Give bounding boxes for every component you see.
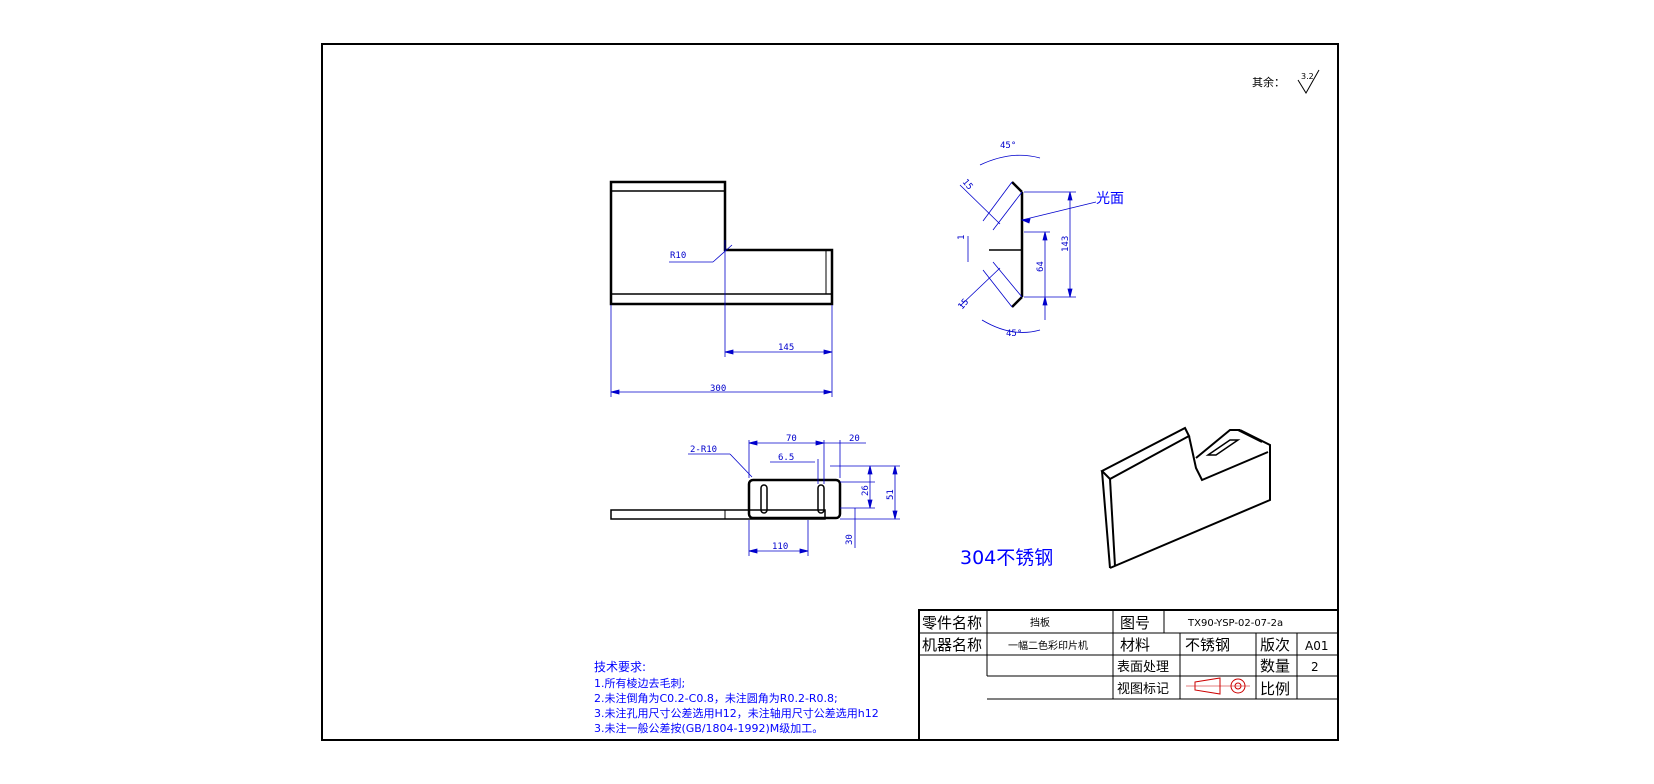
roughness-symbol-icon [1297, 69, 1320, 94]
roughness-value: 3.2 [1301, 72, 1314, 81]
scale-label: 比例 [1260, 680, 1290, 698]
material-label: 材料 [1120, 636, 1150, 654]
slot-left [760, 484, 768, 514]
material-note: 304不锈钢 [960, 547, 1053, 569]
top-view-dimensions [688, 440, 900, 556]
machine-name-value: 一幅二色彩印片机 [1008, 639, 1088, 652]
part-name-value: 挡板 [1030, 616, 1050, 629]
revision-value: A01 [1305, 639, 1328, 653]
machine-name-label: 机器名称 [922, 636, 982, 654]
top-radius-label: 2-R10 [690, 445, 717, 455]
front-view [609, 180, 834, 306]
top-dim-51: 51 [886, 489, 896, 500]
surface-treatment-label: 表面处理 [1117, 660, 1169, 675]
top-view-flange [747, 478, 842, 520]
side-thickness: 1 [957, 235, 967, 240]
isometric-view [1100, 426, 1271, 569]
front-radius-label: R10 [670, 251, 686, 261]
side-len-bottom: 15 [957, 297, 972, 312]
roughness-note: 其余： 3.2 [1252, 69, 1320, 94]
side-dim-143: 143 [1061, 236, 1071, 252]
projection-cone-icon [1194, 677, 1221, 695]
view-mark-label: 视图标记 [1117, 682, 1169, 697]
quantity-value: 2 [1311, 660, 1319, 674]
title-block [918, 609, 1339, 741]
roughness-label: 其余： [1252, 75, 1285, 89]
tech-item-4: 3.未注一般公差按(GB/1804-1992)M级加工。 [594, 721, 823, 735]
top-view [610, 478, 842, 520]
part-name-label: 零件名称 [922, 614, 982, 632]
top-dim-30: 30 [845, 534, 855, 545]
top-dim-20: 20 [849, 434, 860, 444]
top-dim-110: 110 [772, 542, 788, 552]
side-dim-64: 64 [1036, 261, 1046, 272]
front-dim-300: 300 [710, 384, 726, 394]
side-angle-top: 45° [1000, 141, 1016, 151]
top-dim-6-5: 6.5 [778, 453, 794, 463]
front-view-dimensions [610, 240, 833, 397]
tech-item-1: 1.所有棱边去毛刺; [594, 676, 685, 690]
top-dim-70: 70 [786, 434, 797, 444]
revision-label: 版次 [1260, 636, 1290, 654]
side-angle-bottom: 45° [1006, 329, 1022, 339]
quantity-label: 数量 [1260, 657, 1290, 675]
tech-item-2: 2.未注倒角为C0.2-C0.8，未注圆角为R0.2-R0.8; [594, 691, 838, 705]
front-view-outline [609, 180, 834, 306]
side-view [989, 181, 1024, 308]
side-view-dimensions [959, 154, 1097, 333]
material-value: 不锈钢 [1185, 636, 1230, 654]
side-surface-note: 光面 [1096, 191, 1124, 207]
side-len-top: 15 [960, 178, 975, 193]
tech-requirements: 技术要求: 1.所有棱边去毛刺; 2.未注倒角为C0.2-C0.8，未注圆角为R… [594, 660, 879, 735]
drawing-no-value: TX90-YSP-02-07-2a [1187, 618, 1283, 629]
tech-item-3: 3.未注孔用尺寸公差选用H12，未注轴用尺寸公差选用h12 [594, 706, 879, 720]
top-dim-26: 26 [861, 485, 871, 496]
slot-right [817, 484, 825, 514]
tech-title: 技术要求: [594, 660, 646, 674]
front-dim-145: 145 [778, 343, 794, 353]
drawing-no-label: 图号 [1120, 614, 1150, 632]
drawing-border [321, 43, 1339, 741]
